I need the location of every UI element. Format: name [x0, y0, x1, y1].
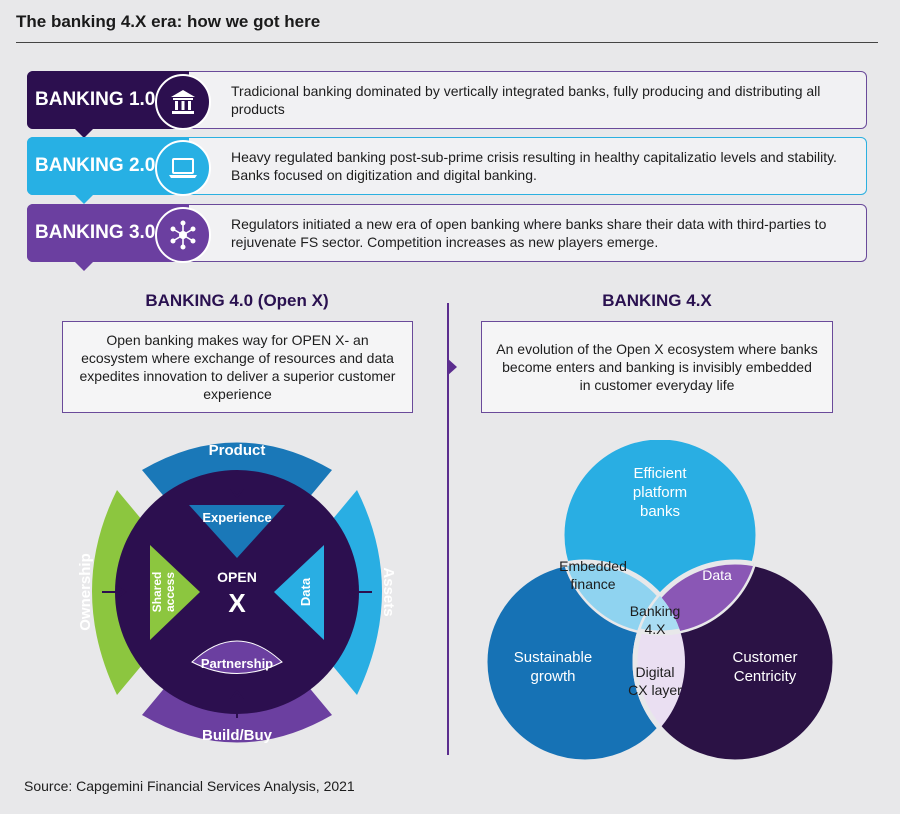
inner-segment-bottom — [191, 640, 283, 674]
venn-label-top-2: platform — [633, 484, 687, 501]
inner-segment-right — [274, 545, 324, 640]
outer-label-bottom: Build/Buy — [202, 727, 273, 744]
venn-label-center-2: 4.X — [644, 621, 666, 637]
network-hub-icon — [155, 207, 211, 263]
venn-label-overlap-tl-2: finance — [570, 576, 615, 592]
venn-label-top-1: Efficient — [633, 465, 687, 482]
chevron-right-icon — [447, 358, 457, 376]
overlap-bottom — [632, 562, 685, 762]
inner-label-left-line2: access — [163, 572, 177, 612]
core-label-line2: X — [228, 588, 246, 618]
banking-4-0-heading: BANKING 4.0 (Open X) — [145, 291, 329, 310]
era-label: BANKING 3.0 — [35, 222, 156, 243]
era-band-banking-1: BANKING 1.0 Tradicional banking dominate… — [27, 71, 867, 138]
era-band-banking-2: BANKING 2.0 Heavy regulated banking post… — [27, 137, 867, 204]
outer-label-left: Ownership — [77, 553, 94, 631]
outer-label-top: Product — [209, 442, 266, 459]
source-note: Source: Capgemini Financial Services Ana… — [24, 778, 355, 794]
overlap-top-left — [562, 559, 688, 633]
era-description: Heavy regulated banking post-sub-prime c… — [231, 149, 837, 183]
era-description: Regulators initiated a new era of open b… — [231, 216, 827, 250]
venn-label-right-1: Customer — [732, 649, 797, 666]
era-label: BANKING 2.0 — [35, 155, 156, 176]
banking-4x-venn-diagram: Efficient platform banks Sustainable gro… — [482, 440, 838, 765]
venn-label-left-1: Sustainable — [514, 649, 592, 666]
page-title: The banking 4.X era: how we got here — [16, 12, 321, 31]
era-description: Tradicional banking dominated by vertica… — [231, 83, 821, 117]
venn-label-overlap-b-2: CX layer — [628, 682, 682, 698]
venn-label-top-3: banks — [640, 503, 680, 520]
inner-label-top: Experience — [202, 510, 271, 525]
venn-label-overlap-tr: Data — [702, 567, 732, 583]
venn-label-right-2: Centricity — [734, 668, 797, 685]
overlap-center — [635, 562, 685, 636]
title-divider — [16, 42, 878, 43]
arrows — [102, 470, 372, 718]
inner-label-right: Data — [298, 577, 313, 606]
banking-4-x-summary: An evolution of the Open X ecosystem whe… — [481, 321, 833, 413]
outer-label-right: Assets — [380, 567, 397, 616]
venn-label-overlap-tl-1: Embedded — [559, 558, 627, 574]
venn-label-left-2: growth — [530, 668, 575, 685]
banking-4-0-summary: Open banking makes way for OPEN X- an ec… — [62, 321, 413, 413]
inner-segment-top — [189, 505, 285, 558]
core-label-line1: OPEN — [217, 569, 257, 585]
overlap-top-right — [632, 559, 758, 633]
open-x-wheel-diagram: Product Assets Build/Buy Ownership Exper… — [77, 442, 397, 744]
inner-label-bottom: Partnership — [201, 656, 273, 671]
core-circle — [115, 470, 359, 714]
era-band-banking-3: BANKING 3.0 Regulators initiated a new e… — [27, 204, 867, 271]
venn-label-center-1: Banking — [630, 603, 681, 619]
inner-segment-left — [150, 545, 200, 640]
bank-building-icon — [155, 74, 211, 130]
inner-label-left-line1: Shared — [150, 572, 164, 613]
section-divider — [447, 303, 449, 755]
banking-4-x-heading: BANKING 4.X — [602, 291, 712, 310]
era-label: BANKING 1.0 — [35, 89, 156, 110]
venn-label-overlap-b-1: Digital — [636, 664, 675, 680]
laptop-icon — [155, 140, 211, 196]
